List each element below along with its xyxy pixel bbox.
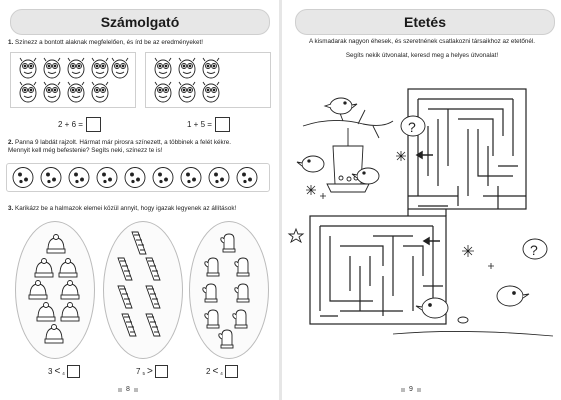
owl-panel-right <box>145 52 271 108</box>
question-mark-icon: ? <box>408 119 416 135</box>
question-bubbles: ? ? <box>400 115 548 260</box>
answer-box[interactable] <box>85 117 101 132</box>
left-page: Számolgató 1. Színezz a bontott alaknak … <box>0 0 278 400</box>
answer-box[interactable] <box>66 365 80 378</box>
owl-group-left <box>19 57 129 103</box>
answer-box[interactable] <box>224 365 238 378</box>
small-number: 4 <box>62 370 65 376</box>
number: 2 <box>206 367 211 376</box>
task-text: Karikázz be a halmazok elemei közül anny… <box>15 205 237 212</box>
question-mark-icon: ? <box>530 242 538 258</box>
task-text: Színezz a bontott alaknak megfelelően, é… <box>15 39 203 46</box>
sum-equation-1: 2 + 6 = <box>58 117 101 132</box>
set-scarves <box>103 221 183 359</box>
answer-box[interactable] <box>214 117 230 132</box>
owl-panel-left <box>10 52 136 108</box>
page-number: 8 <box>126 386 130 393</box>
equation-text: 1 + 5 = <box>187 120 212 129</box>
bird-drawings <box>296 97 530 324</box>
page-title: Etetés <box>295 9 555 35</box>
page-number-left: 8 <box>118 386 138 393</box>
set-hats <box>15 221 95 359</box>
task-number: 3. <box>8 205 14 212</box>
ball-row <box>6 163 270 192</box>
snowflake-icons <box>306 151 494 269</box>
ball-drawings <box>12 167 258 188</box>
less-than-sign: < <box>54 366 61 377</box>
owl-group-right <box>154 57 220 103</box>
page-gutter <box>279 0 282 400</box>
comparison-3: 2 < 4 <box>206 365 238 378</box>
page-marker-icon <box>118 387 122 392</box>
less-than-sign: < <box>212 366 219 377</box>
star-icon <box>287 227 305 244</box>
comparison-1: 3 < 4 <box>48 365 80 378</box>
number: 7 <box>136 367 141 376</box>
greater-than-sign: > <box>146 366 153 377</box>
maze <box>309 88 527 325</box>
scarf-drawings <box>117 231 161 337</box>
equation-text: 2 + 6 = <box>58 120 83 129</box>
task-2-instruction: 2. Panna 9 labdát rajzolt. Hármat már pi… <box>8 139 273 155</box>
task-number: 2. <box>8 139 14 146</box>
task-number: 1. <box>8 39 14 46</box>
hat-drawings <box>28 234 80 344</box>
maze-illustration: ? ? <box>287 88 554 337</box>
page-number: 9 <box>409 386 413 393</box>
bird-feeder-drawing <box>302 107 394 193</box>
small-number: 5 <box>142 370 145 376</box>
intro-text-2: Segíts nekik útvonalat, keresd meg a hel… <box>345 52 499 59</box>
sum-equation-2: 1 + 5 = <box>187 117 230 132</box>
page-marker-icon <box>416 387 421 392</box>
task-3-instruction: 3. Karikázz be a halmazok elemei közül a… <box>8 205 273 213</box>
answer-box[interactable] <box>154 365 168 378</box>
page-marker-icon <box>133 387 138 392</box>
number: 3 <box>48 367 53 376</box>
small-number: 4 <box>220 370 223 376</box>
mitten-drawings <box>202 233 250 349</box>
task-1-instruction: 1. Színezz a bontott alaknak megfelelően… <box>8 39 273 47</box>
task-text: Panna 9 labdát rajzolt. Hármat már piros… <box>15 139 231 146</box>
entry-arrows <box>415 150 440 246</box>
set-mittens <box>189 221 269 359</box>
comparison-2: 7 5 > <box>136 365 168 378</box>
task-text: Mennyit kell még befestenie? Segíts neki… <box>8 147 163 155</box>
page-title: Számolgató <box>10 9 270 35</box>
page-marker-icon <box>401 387 405 392</box>
ground-line <box>392 331 554 337</box>
page-number-right: 9 <box>401 386 421 393</box>
right-page: Etetés A kismadarak nagyon éhesek, és sz… <box>283 0 561 400</box>
intro-text-1: A kismadarak nagyon éhesek, és szeretnén… <box>308 38 536 45</box>
